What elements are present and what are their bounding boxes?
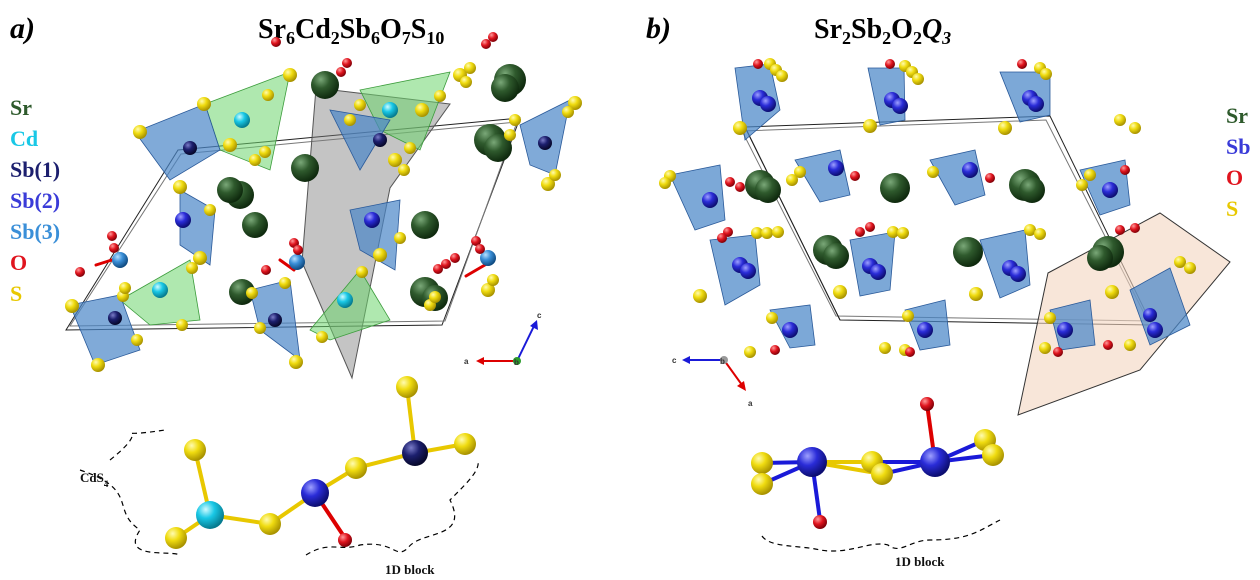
axis-b-label: b — [514, 358, 519, 367]
panel-a-formula: Sr6Cd2Sb6O7S10 — [258, 14, 445, 48]
legend-o: O — [10, 250, 28, 275]
sbs-tetrahedra-a — [69, 99, 571, 366]
axis-b-a-label: a — [748, 399, 753, 408]
panel-b-legend: Sr Sb O S — [1226, 100, 1250, 224]
sb-atoms-b — [702, 90, 1163, 338]
sr-atoms-b — [745, 169, 1124, 271]
legend-b-o: O — [1226, 165, 1244, 190]
axis-b-c-label: c — [672, 356, 677, 365]
block-label-a: 1D block — [385, 562, 435, 577]
panel-a-label: a) — [10, 12, 35, 45]
sb-atoms-a — [108, 133, 552, 327]
legend-b-s: S — [1226, 196, 1239, 221]
legend-s: S — [10, 281, 23, 306]
legend-sb3: Sb(3) — [10, 219, 61, 244]
o-atoms-b — [717, 59, 1140, 357]
axes-b: c b a — [672, 356, 753, 408]
s-atoms-b — [659, 58, 1196, 358]
axis-b-b-label: b — [720, 357, 725, 366]
legend-cd: Cd — [10, 126, 39, 151]
s-atoms-a — [65, 62, 582, 372]
inset-a: CdS4 1D block — [79, 376, 479, 577]
panel-b-formula: Sr2Sb2O2Q3 — [814, 14, 952, 48]
block-label-b: 1D block — [895, 554, 945, 569]
cd-atoms-a — [152, 102, 398, 308]
axis-c-label: c — [537, 311, 542, 320]
panel-a-structure: a c b — [65, 32, 582, 577]
o-atoms-a — [75, 32, 498, 277]
panel-a-legend: Sr Cd Sb(1) Sb(2) Sb(3) O S — [10, 92, 60, 309]
panel-b-structure: c b a — [659, 58, 1231, 569]
inset-b: 1D block — [751, 397, 1004, 569]
legend-b-sb: Sb — [1226, 134, 1251, 159]
legend-b-sr: Sr — [1226, 103, 1248, 128]
axes-a: a c b — [464, 311, 542, 367]
legend-sr: Sr — [10, 95, 32, 120]
legend-sb1: Sb(1) — [10, 157, 61, 182]
cds4-label: CdS4 — [80, 470, 109, 489]
panel-b-label: b) — [646, 12, 671, 45]
legend-sb2: Sb(2) — [10, 188, 61, 213]
sr-atoms-a — [217, 64, 526, 311]
axis-a-label: a — [464, 357, 469, 366]
